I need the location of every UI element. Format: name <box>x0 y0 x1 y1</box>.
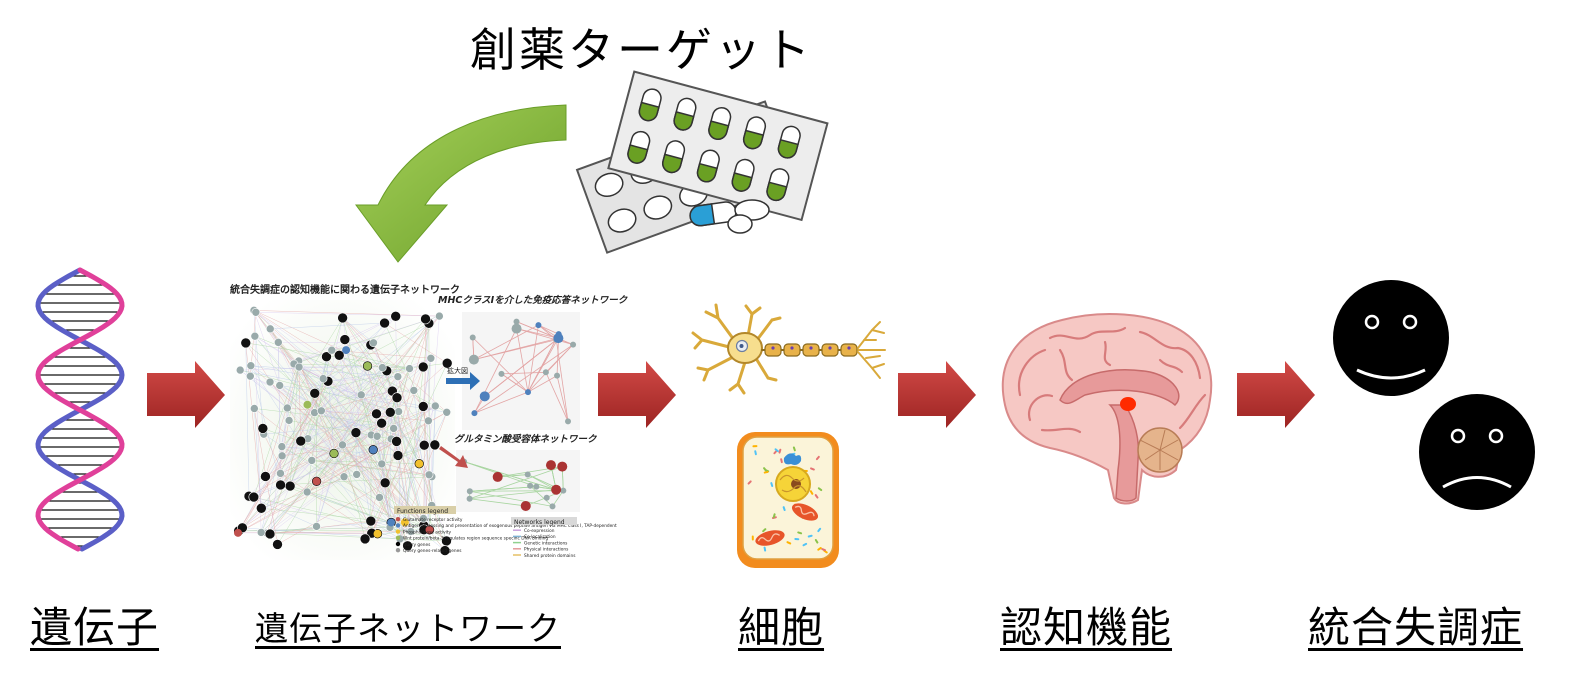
stage-label-gene-network: 遺伝子ネットワーク <box>255 609 561 648</box>
legend-swatch <box>395 535 401 540</box>
drug-target-title: 創薬ターゲット <box>470 23 813 77</box>
network-subtitle-mhc: MHCクラスIを介した免疫応答ネットワーク <box>438 294 629 306</box>
pill-pack-icon <box>575 70 829 254</box>
flow-arrow-4 <box>1237 361 1315 428</box>
brain-icon <box>1001 313 1213 505</box>
legend-swatch <box>395 541 401 547</box>
legend-item: Phospholipase activity <box>403 529 452 535</box>
legend-item: Co-expression <box>524 528 555 534</box>
networks-legend: Networks legend Co-expressionCo-localiza… <box>511 517 577 559</box>
network-nodes <box>233 306 453 556</box>
legend-item: Antigen processing and presentation of e… <box>403 523 617 529</box>
legend-swatch <box>395 517 401 522</box>
red-zoom-arrow-icon <box>439 446 468 468</box>
legend-item: Physical interactions <box>524 547 569 553</box>
glutamate-zoom-panel <box>456 450 580 512</box>
network-heading: 統合失調症の認知機能に関わる遺伝子ネットワーク <box>230 283 460 296</box>
stage-label-schizophrenia: 統合失調症 <box>1308 603 1524 652</box>
flow-arrow-2 <box>598 361 676 428</box>
flow-arrow-1 <box>147 361 225 428</box>
legend-swatch <box>395 523 401 528</box>
neuron-icon <box>691 303 886 395</box>
legend-item: Query genes <box>403 542 431 548</box>
network-subtitle-glutamate: グルタミン酸受容体ネットワーク <box>454 433 598 445</box>
legend-item: Query genes-related genes <box>403 548 462 554</box>
legend-item: Wnt protein/beta-3 regulates region sequ… <box>403 536 548 542</box>
legend-swatch <box>395 548 401 553</box>
stage-label-cell: 細胞 <box>738 603 825 652</box>
gene-network-panel: 統合失調症の認知機能に関わる遺伝子ネットワーク MHCクラスIを介した免疫応答ネ… <box>230 283 629 560</box>
stage-label-gene: 遺伝子 <box>30 603 160 652</box>
legend-item: Co-localization <box>524 534 556 540</box>
legend-item: Glutamate receptor activity <box>403 517 463 523</box>
stage-label-cognitive-function: 認知機能 <box>1000 603 1173 652</box>
sad-face-icon <box>1419 394 1535 510</box>
legend-swatch <box>395 529 401 534</box>
networks-legend-title: Networks legend <box>514 519 565 526</box>
legend-item: Genetic interactions <box>524 540 568 546</box>
dna-helix-icon <box>35 267 125 552</box>
cell-icon <box>737 432 839 568</box>
flow-arrow-3 <box>898 361 976 428</box>
zoom-arrow-icon <box>446 372 480 390</box>
legend-item: Shared protein domains <box>524 553 576 559</box>
curved-arrow-icon <box>355 104 567 263</box>
happy-face-icon <box>1333 280 1449 396</box>
zoom-label: 拡大図 <box>447 366 468 375</box>
functions-legend: Functions legend Glutamate receptor acti… <box>394 506 617 554</box>
functions-legend-title: Functions legend <box>397 508 448 515</box>
